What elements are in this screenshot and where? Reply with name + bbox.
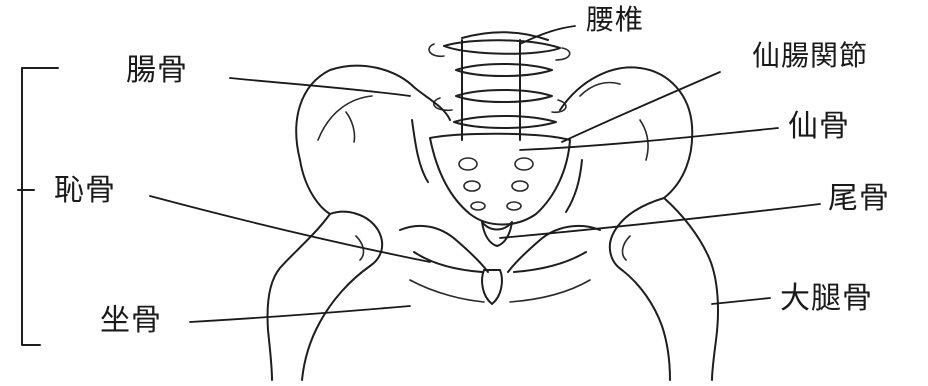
label-lumbar: 腰椎: [586, 6, 644, 34]
coccyx: [482, 222, 512, 246]
label-sacrum: 仙骨: [788, 112, 850, 142]
right-ilium: [560, 67, 692, 212]
left-ilium: [296, 66, 450, 214]
hip-bone-bracket: [18, 68, 58, 345]
leader-coccyx: [500, 204, 820, 238]
leader-lines: [150, 26, 820, 322]
lumbar-vertebrae: [429, 32, 570, 140]
leader-pubis: [150, 196, 430, 262]
leader-ilium: [230, 78, 410, 96]
sacrum: [430, 134, 570, 225]
label-femur: 大腿骨: [780, 284, 873, 314]
leader-ischium: [190, 306, 410, 322]
label-sacroiliac-joint: 仙腸関節: [752, 42, 868, 70]
label-coccyx: 尾骨: [828, 184, 890, 214]
label-pubis: 恥骨: [54, 176, 116, 206]
leader-sacrum: [520, 128, 778, 150]
label-ilium: 腸骨: [126, 56, 188, 86]
label-ischium: 坐骨: [100, 306, 162, 336]
leader-femur: [712, 298, 770, 304]
left-femur: [268, 212, 383, 380]
